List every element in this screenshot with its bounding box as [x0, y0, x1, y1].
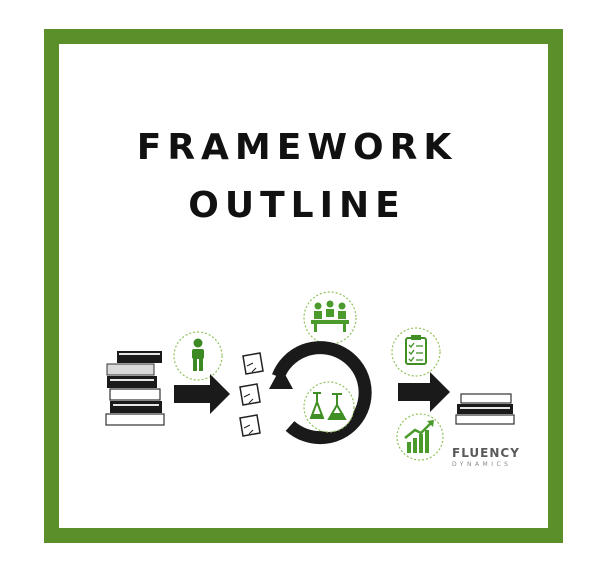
- clipboard-checklist-icon: [391, 327, 441, 377]
- title-line-2: OUTLINE: [188, 185, 406, 226]
- lab-flasks-icon: [303, 381, 355, 433]
- sticky-notes-icon: [239, 352, 264, 437]
- meeting-icon: [303, 291, 357, 345]
- green-border-frame: [44, 29, 563, 543]
- arrow-right-icon: [398, 372, 450, 412]
- growth-chart-icon: [396, 413, 444, 461]
- page-title: FRAMEWORK OUTLINE: [0, 119, 594, 235]
- logo-name: FLUENCY: [452, 446, 520, 460]
- logo-tagline: DYNAMICS: [452, 461, 512, 468]
- arrow-right-icon: [174, 374, 230, 414]
- book-stack-icon: [455, 393, 515, 425]
- book-stack-icon: [105, 351, 165, 426]
- person-icon: [173, 331, 223, 381]
- title-line-1: FRAMEWORK: [136, 127, 458, 168]
- cycle-arrow-icon: [269, 341, 372, 445]
- brand-logo: FLUENCY DYNAMICS: [452, 446, 532, 468]
